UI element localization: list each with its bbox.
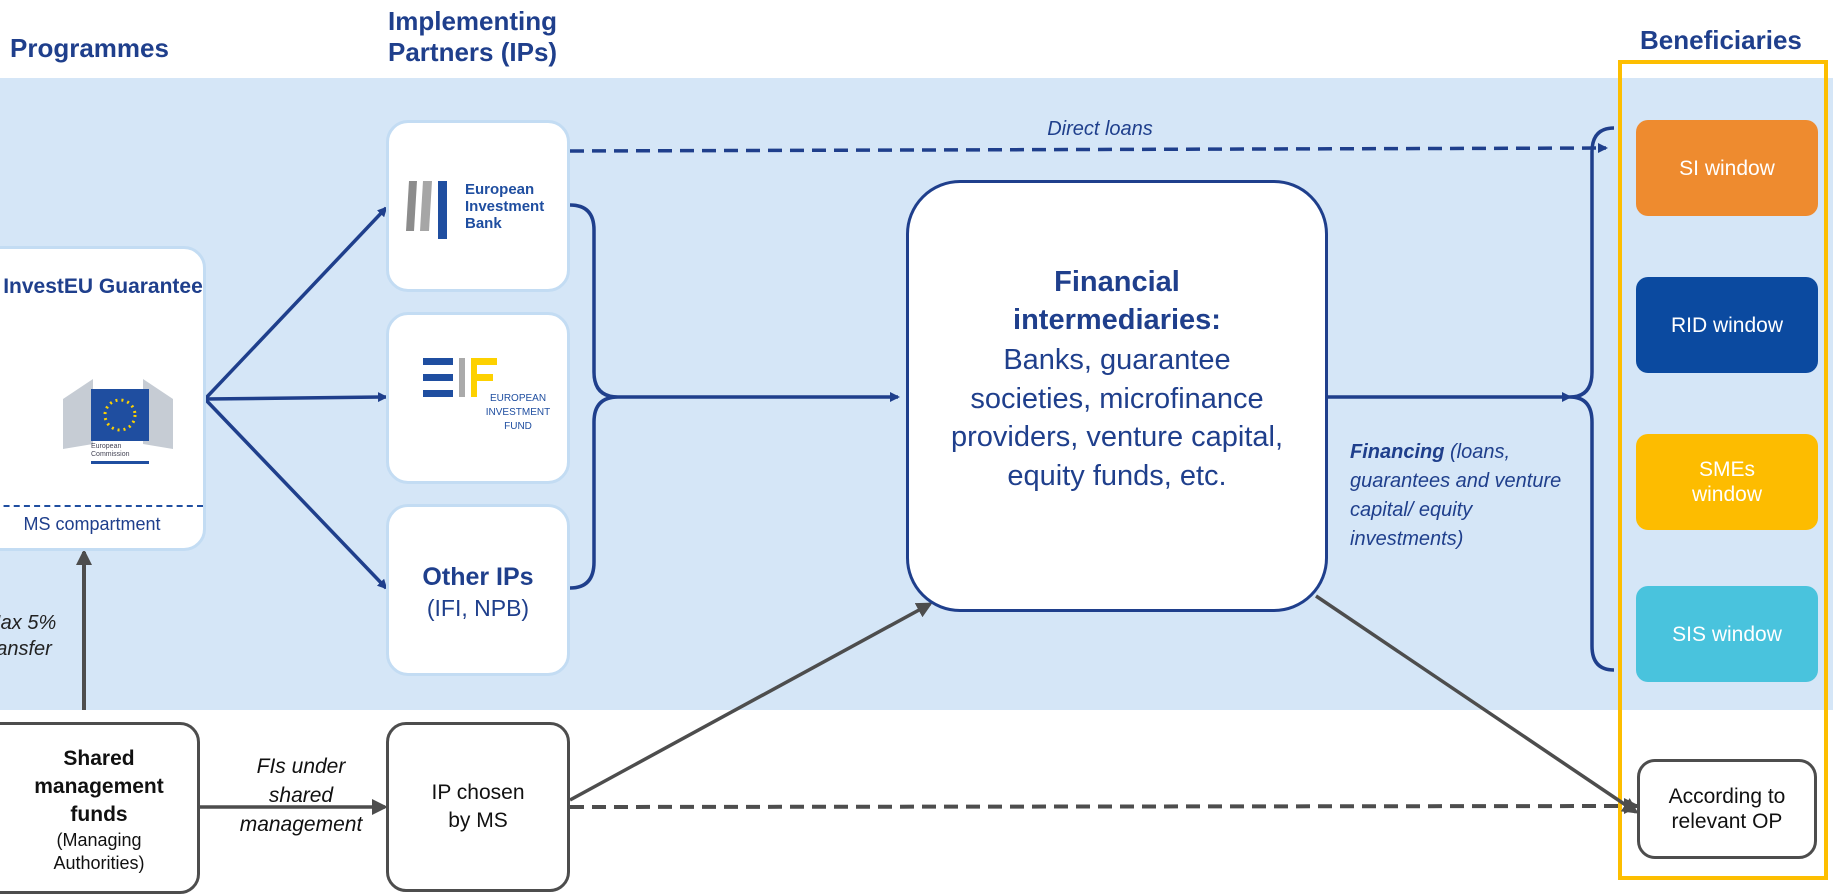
shared-funds-title: Shared management funds: [34, 747, 164, 826]
other-ips-card: Other IPs (IFI, NPB): [386, 504, 570, 676]
other-ips-title: Other IPs: [422, 563, 534, 591]
eif-card: EUROPEAN INVESTMENT FUND: [386, 312, 570, 484]
financing-bold: Financing: [1350, 441, 1445, 463]
eif-logo-icon: [423, 358, 497, 397]
shared-funds-subtitle: (Managing Authorities): [53, 830, 145, 873]
eif-logo: EUROPEAN INVESTMENT FUND: [403, 348, 553, 448]
ms-compartment-label: MS compartment: [23, 514, 161, 534]
other-ips-subtitle: (IFI, NPB): [426, 595, 530, 621]
intermediaries-body: Banks, guarantee societies, microfinance…: [950, 344, 1284, 492]
ip-chosen-box: IP chosen by MS: [386, 722, 570, 892]
header-beneficiaries: Beneficiaries: [1640, 25, 1802, 55]
investeu-title: InvestEU Guarantee: [3, 275, 203, 298]
financing-detail: (loans, guarantees and venture capital/ …: [1350, 441, 1562, 550]
direct-loans-label: Direct loans: [1047, 118, 1153, 140]
beneficiaries-frame: [1618, 60, 1828, 880]
eib-name: European Investment Bank: [465, 180, 545, 232]
european-commission-logo: European Commission: [53, 369, 183, 469]
smes-window-label: SMEs window: [1691, 458, 1763, 506]
shared-management-funds-box: Shared management funds (Managing Author…: [0, 722, 200, 894]
investeu-guarantee-card: InvestEU Guarantee European Commission M…: [0, 246, 206, 551]
header-programmes: Programmes: [10, 33, 169, 63]
rid-window: RID window: [1636, 277, 1818, 373]
eif-name: EUROPEAN INVESTMENT FUND: [485, 393, 551, 432]
smes-window: SMEs window: [1636, 434, 1818, 530]
eib-card: European Investment Bank: [386, 120, 570, 292]
fis-shared-label: FIs under shared management: [239, 755, 363, 836]
eib-logo-icon: [406, 181, 447, 239]
ms-compartment-divider: [0, 505, 203, 507]
ip-chosen-label: IP chosen by MS: [431, 781, 525, 832]
max-transfer-note: Max 5% transfer: [0, 612, 57, 660]
eib-logo: European Investment Bank: [405, 173, 551, 239]
header-implementing-partners: Implementing Partners (IPs): [388, 6, 558, 67]
si-window: SI window: [1636, 120, 1818, 216]
commission-caption: European Commission: [91, 443, 130, 458]
financial-intermediaries-box: Financial intermediaries: Banks, guarant…: [906, 180, 1328, 612]
according-op-box: According to relevant OP: [1637, 759, 1817, 859]
according-op-label: According to relevant OP: [1668, 785, 1786, 833]
sis-window: SIS window: [1636, 586, 1818, 682]
financing-note: Financing (loans, guarantees and venture…: [1350, 438, 1590, 554]
intermediaries-title: Financial intermediaries:: [1013, 266, 1221, 336]
